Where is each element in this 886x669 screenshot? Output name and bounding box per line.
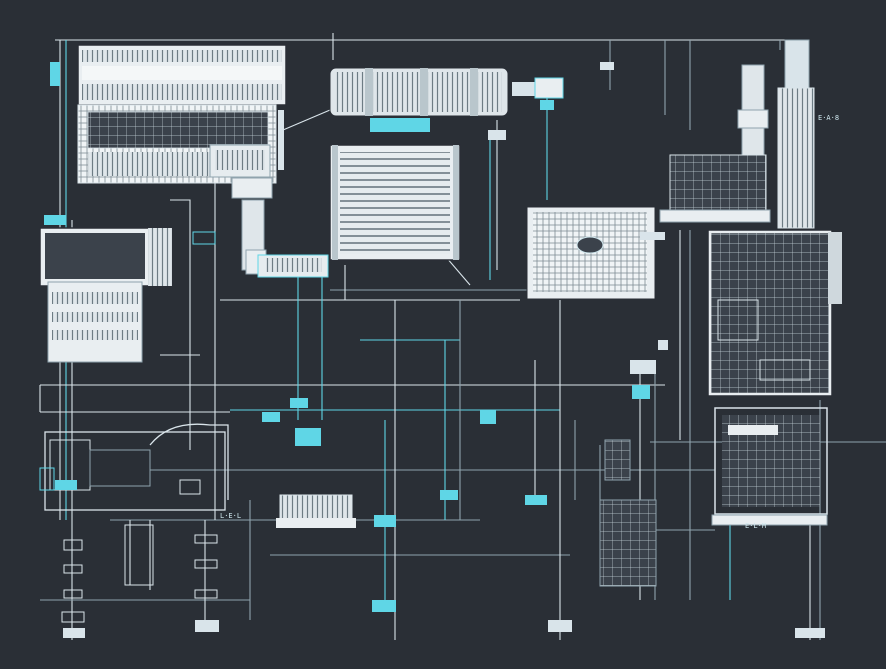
lower-mid-grid — [599, 439, 657, 587]
left-boiler-unit — [39, 215, 172, 363]
vertical-column-unit — [659, 39, 815, 229]
center-heat-exchanger — [329, 144, 461, 261]
indicator-lamp — [576, 236, 604, 254]
control-display-panel — [526, 206, 665, 300]
left-valve-stack — [61, 534, 218, 623]
tag-bottom-right: E·L·M — [745, 522, 766, 530]
tag-right-top: E·A·8 — [818, 114, 839, 122]
gauges-and-fittings — [63, 62, 825, 638]
tag-bottom-mid: L·E·L — [220, 512, 241, 520]
right-electrical-cabinet — [708, 230, 842, 396]
small-radiator — [276, 494, 356, 528]
lower-right-panel — [711, 407, 828, 526]
lower-left-compressor — [39, 423, 229, 586]
cyan-instruments — [50, 62, 650, 612]
horizontal-tank — [329, 67, 564, 132]
pump-assembly-left — [209, 144, 329, 278]
